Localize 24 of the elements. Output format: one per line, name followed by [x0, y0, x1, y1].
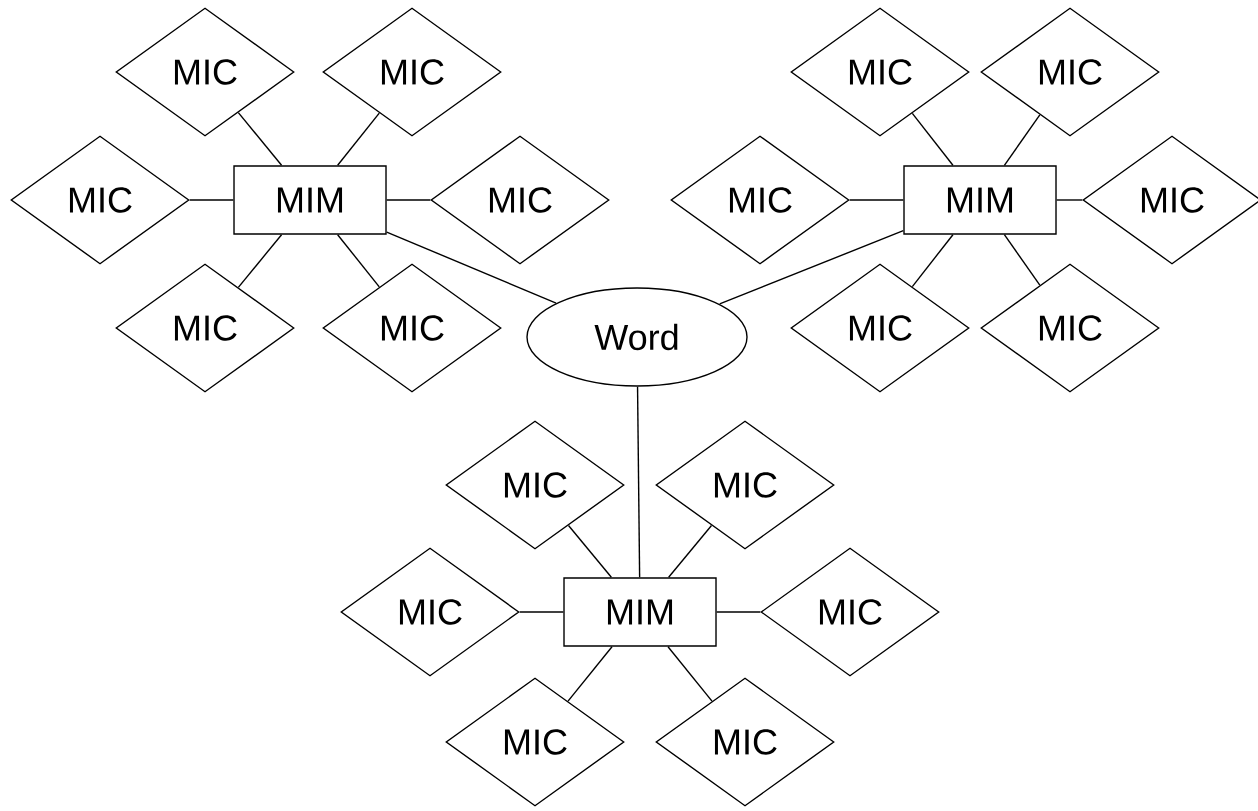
connector-line: [567, 524, 613, 578]
connector-line: [386, 231, 557, 304]
connector-line: [237, 111, 283, 166]
connector-line: [911, 112, 954, 166]
box: MIM: [903, 165, 1057, 235]
connector-line: [237, 234, 283, 289]
connector-line: [567, 646, 613, 702]
connector-line: [719, 229, 904, 305]
connector-line: [336, 112, 380, 166]
box: MIM: [233, 165, 387, 235]
connector-line: [189, 199, 234, 201]
connector-line: [716, 611, 761, 613]
connector-line: [1003, 234, 1041, 286]
connector-line: [667, 524, 713, 578]
box: MIM: [563, 577, 717, 647]
connector-line: [911, 234, 954, 288]
connector-line: [519, 611, 564, 613]
connector-line: [636, 386, 641, 578]
connector-line: [849, 199, 904, 201]
connector-line: [667, 646, 713, 702]
connector-line: [386, 199, 431, 201]
connector-line: [1056, 199, 1083, 201]
connector-line: [336, 234, 380, 288]
connector-line: [1003, 114, 1041, 166]
